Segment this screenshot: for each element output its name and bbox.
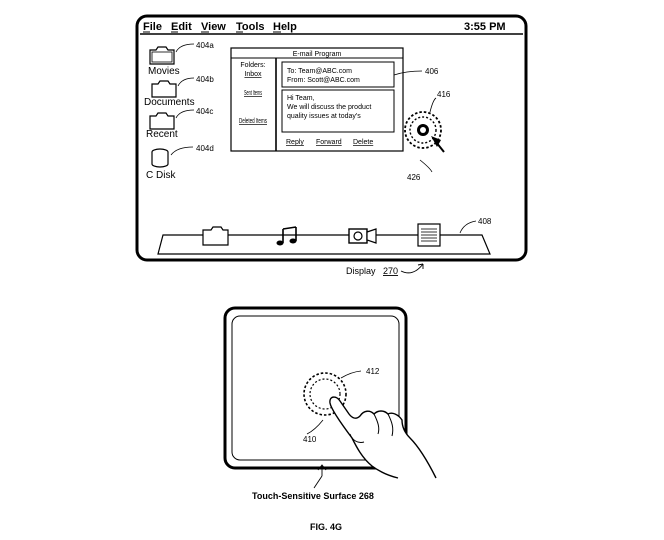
- desktop-icon-c-disk[interactable]: C Disk 404d: [146, 144, 214, 181]
- menu-help[interactable]: Help: [273, 21, 297, 33]
- menu-bar: File Edit View Tools Help 3:55 PM: [143, 21, 506, 33]
- email-body-line: quality issues at today's: [287, 113, 361, 120]
- focus-indicator: 416 426: [404, 90, 451, 182]
- ref-label: 404a: [196, 41, 214, 50]
- display: File Edit View Tools Help 3:55 PM Movies…: [135, 14, 528, 276]
- desktop-icon-recent[interactable]: Recent 404c: [146, 107, 213, 140]
- document-icon[interactable]: [417, 223, 441, 247]
- email-window[interactable]: E-mail Program Folders: Inbox Sent Items…: [230, 47, 404, 152]
- folders-label: Folders:: [240, 62, 265, 69]
- email-from: From: Scott@ABC.com: [287, 77, 360, 84]
- touchpad-caption: Touch-Sensitive Surface 268: [252, 491, 374, 501]
- dock: 408: [157, 217, 492, 255]
- ref-label: 408: [478, 217, 492, 226]
- desktop-icon-movies[interactable]: Movies 404a: [148, 41, 214, 77]
- ref-label: 406: [425, 67, 439, 76]
- desktop-icon-documents[interactable]: Documents 404b: [144, 75, 214, 108]
- folder-icon: [149, 46, 175, 65]
- desktop-icon-label: Documents: [144, 97, 195, 108]
- music-icon[interactable]: [276, 226, 297, 246]
- touch-sensitive-surface[interactable]: 412 410: [223, 306, 437, 489]
- display-caption-text: Display: [346, 266, 376, 276]
- email-window-title: E-mail Program: [293, 51, 342, 58]
- desktop-icon-label: C Disk: [146, 170, 176, 181]
- delete-button[interactable]: Delete: [353, 139, 373, 146]
- clock: 3:55 PM: [464, 21, 506, 33]
- ref-label: 404d: [196, 144, 214, 153]
- folder-deleted[interactable]: Deleted Items: [239, 118, 267, 125]
- figure-label: FIG. 4G: [310, 522, 342, 532]
- hand-icon: [329, 396, 437, 479]
- disk-icon: [151, 148, 169, 168]
- menu-edit[interactable]: Edit: [171, 21, 192, 33]
- reply-button[interactable]: Reply: [286, 139, 304, 146]
- folder-sent[interactable]: Sent Items: [244, 90, 262, 97]
- ref-label: 410: [303, 435, 317, 444]
- folder-pane: Folders: Inbox Sent Items Deleted Items: [239, 62, 267, 125]
- camera-icon[interactable]: [348, 228, 377, 244]
- menu-file[interactable]: File: [143, 21, 162, 33]
- ref-label: 404c: [196, 107, 213, 116]
- ref-label: 404b: [196, 75, 214, 84]
- ref-label: 416: [437, 90, 451, 99]
- email-body-line: We will discuss the product: [287, 104, 371, 111]
- menu-view[interactable]: View: [201, 21, 226, 33]
- email-body-line: Hi Team,: [287, 95, 315, 102]
- folder-icon[interactable]: [202, 226, 229, 246]
- forward-button[interactable]: Forward: [316, 139, 342, 146]
- ref-label: 412: [366, 367, 380, 376]
- folder-inbox[interactable]: Inbox: [244, 71, 262, 78]
- desktop-icon-label: Recent: [146, 129, 178, 140]
- folder-icon: [151, 80, 177, 98]
- ref-label: 426: [407, 173, 421, 182]
- email-to: To: Team@ABC.com: [287, 68, 352, 75]
- display-caption: Display 270: [346, 263, 424, 276]
- menu-tools[interactable]: Tools: [236, 21, 265, 33]
- folder-icon: [149, 112, 175, 130]
- touch-contact-indicator: 412 410: [303, 367, 380, 444]
- display-caption-ref: 270: [383, 266, 398, 276]
- desktop-icon-label: Movies: [148, 66, 180, 77]
